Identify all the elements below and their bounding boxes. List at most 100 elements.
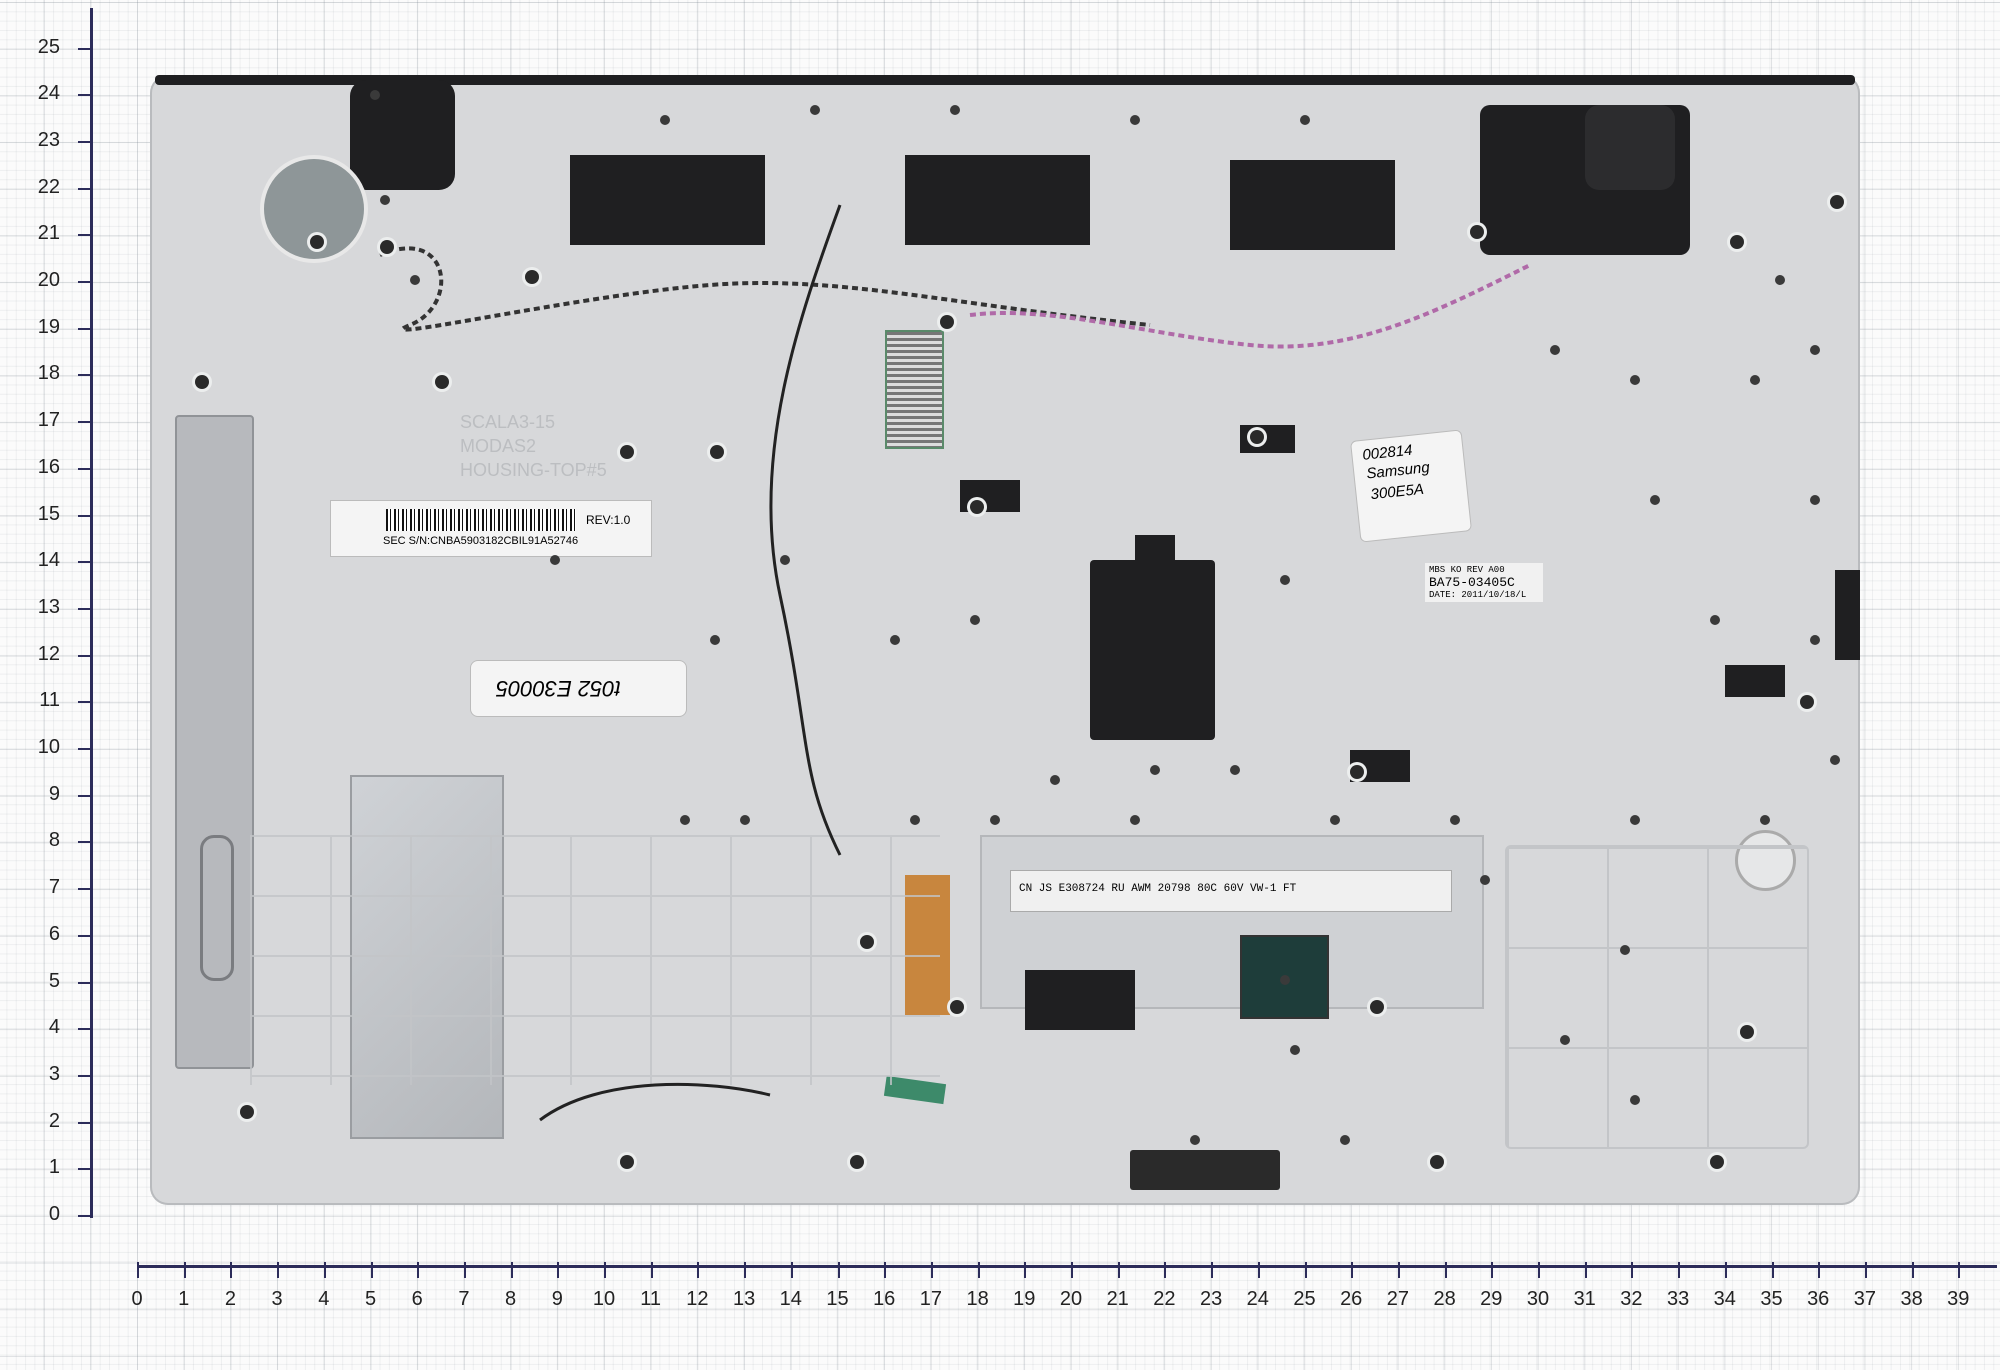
y-tick-label: 25	[37, 35, 60, 58]
y-tick-label: 13	[37, 595, 60, 618]
y-tick-label: 4	[48, 1016, 60, 1039]
mounting-hole	[950, 105, 960, 115]
x-tick-label: 2	[224, 1288, 236, 1310]
y-tick-mark	[78, 1215, 92, 1217]
touchpad-black-pad	[1025, 970, 1135, 1030]
x-tick-label: 20	[1059, 1288, 1083, 1310]
part-label-line-3: DATE: 2011/10/18/L	[1429, 590, 1527, 600]
y-tick-label: 20	[37, 269, 60, 291]
mounting-hole	[1630, 1095, 1640, 1105]
x-tick-mark	[1818, 1262, 1821, 1278]
x-tick-mark	[557, 1262, 560, 1278]
screw	[435, 375, 449, 389]
mounting-hole	[890, 635, 900, 645]
y-tick-mark	[78, 748, 92, 750]
mounting-hole	[740, 815, 750, 825]
mounting-hole	[1775, 275, 1785, 285]
x-tick-mark	[183, 1262, 186, 1278]
mounting-hole	[1280, 575, 1290, 585]
x-tick-mark	[1024, 1262, 1027, 1278]
x-tick-mark	[370, 1262, 373, 1278]
y-tick-mark	[78, 794, 92, 797]
x-tick-mark	[1397, 1262, 1400, 1278]
y-tick-mark	[78, 934, 92, 937]
x-tick-label: 37	[1853, 1288, 1877, 1310]
y-tick-mark	[78, 514, 92, 517]
mounting-hole	[810, 105, 820, 115]
mounting-hole	[1340, 1135, 1350, 1145]
x-tick-mark	[977, 1262, 980, 1278]
x-tick-label: 21	[1106, 1288, 1129, 1310]
mounting-hole	[1130, 815, 1140, 825]
x-tick-mark	[323, 1262, 326, 1278]
x-tick-label: 22	[1153, 1288, 1176, 1310]
x-tick-label: 39	[1947, 1288, 1970, 1310]
x-tick-label: 34	[1713, 1288, 1736, 1310]
x-tick-mark	[744, 1262, 747, 1278]
x-tick-label: 11	[640, 1288, 662, 1310]
mounting-hole	[1630, 375, 1640, 385]
y-tick-mark	[78, 561, 92, 564]
mounting-hole	[1810, 495, 1820, 505]
x-tick-label: 4	[1985, 1288, 2000, 1311]
mounting-hole	[1810, 345, 1820, 355]
y-tick-label: 11	[39, 689, 60, 712]
laptop-top-housing: REV:1.0 SEC S/N:CNBA5903182CBIL91A52746 …	[150, 75, 1860, 1205]
x-tick-mark	[463, 1262, 466, 1278]
screw	[1470, 225, 1484, 239]
center-black-pad-tab	[1135, 535, 1175, 565]
screw	[310, 235, 324, 249]
y-tick-mark	[78, 467, 92, 470]
mounting-hole	[1290, 1045, 1300, 1055]
top-opening-1	[570, 155, 765, 245]
mounting-hole	[550, 555, 560, 565]
y-tick-label: 10	[37, 736, 60, 758]
mounting-hole	[1710, 615, 1720, 625]
wire-bundle	[379, 204, 1531, 1122]
touchpad-button-strip	[1130, 1150, 1280, 1190]
y-tick-mark	[78, 1121, 92, 1124]
y-tick-label: 9	[48, 782, 60, 805]
x-tick-mark	[1631, 1262, 1634, 1278]
y-tick-mark	[78, 654, 92, 657]
y-tick-mark	[78, 1074, 92, 1077]
mounting-hole	[1130, 115, 1140, 125]
y-tick-mark	[78, 1028, 92, 1031]
x-tick-label: 25	[1293, 1288, 1316, 1310]
right-speaker-cone	[1585, 105, 1675, 190]
mounting-hole	[1630, 815, 1640, 825]
center-black-pad	[1090, 560, 1215, 740]
x-tick-label: 3	[271, 1288, 283, 1310]
mounting-hole	[1230, 765, 1240, 775]
x-tick-mark	[1538, 1262, 1540, 1278]
x-tick-label: 38	[1900, 1288, 1923, 1310]
top-frame-edge	[155, 75, 1855, 85]
y-tick-mark	[78, 374, 92, 377]
y-tick-label: 21	[37, 222, 60, 245]
x-tick-label: 36	[1807, 1288, 1830, 1310]
x-tick-label: 29	[1480, 1288, 1503, 1310]
x-tick-mark	[1678, 1262, 1681, 1278]
mounting-hole	[1650, 495, 1660, 505]
x-tick-mark	[1304, 1262, 1307, 1278]
y-tick-label: 3	[48, 1062, 60, 1085]
x-tick-label: 24	[1246, 1288, 1269, 1310]
screw	[1430, 1155, 1444, 1169]
molding-line-1: SCALA3-15	[460, 412, 556, 432]
y-tick-label: 8	[48, 829, 60, 852]
x-tick-mark	[1958, 1262, 1961, 1278]
mounting-hole	[1150, 765, 1160, 775]
y-tick-label: 7	[48, 876, 60, 899]
x-tick-mark	[1117, 1262, 1120, 1278]
y-tick-mark	[78, 94, 92, 97]
y-tick-mark	[78, 187, 92, 190]
y-tick-mark	[78, 47, 92, 50]
x-tick-label: 15	[826, 1288, 849, 1310]
molding-line-2: MODAS2	[460, 436, 537, 456]
part-label-line-2: BA75-03405C	[1429, 575, 1515, 590]
x-tick-mark	[1724, 1262, 1727, 1278]
x-tick-mark	[510, 1262, 513, 1278]
mounting-hole	[1280, 975, 1290, 985]
x-tick-mark	[604, 1262, 606, 1278]
x-tick-label: 9	[551, 1288, 563, 1310]
